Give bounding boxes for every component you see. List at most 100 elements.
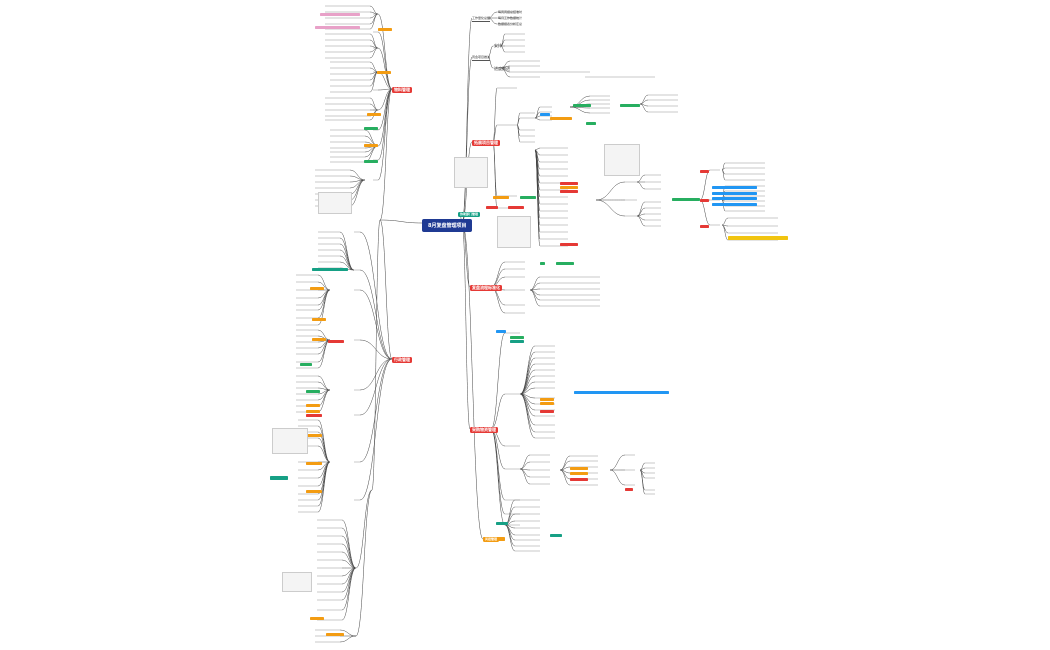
accent-chip — [556, 262, 574, 265]
admin — [359, 289, 393, 360]
admin-e — [317, 425, 331, 463]
accent-chip — [496, 330, 506, 333]
accent-chip — [672, 198, 700, 201]
admin-e — [317, 445, 331, 463]
branch-purchase[interactable]: 采购物资管理 — [470, 427, 498, 433]
branch-risk[interactable]: 风控管理 — [483, 537, 500, 542]
branch-weekly-meeting[interactable]: 周会项目推进 — [472, 55, 491, 61]
accent-chip — [364, 127, 378, 130]
accent-blocks — [270, 13, 788, 636]
accent-chip — [570, 478, 588, 481]
risk — [504, 524, 516, 552]
thumbnail-expand — [454, 157, 488, 188]
purchase — [490, 428, 506, 515]
purchase-sub3 — [559, 455, 571, 471]
admin — [359, 358, 393, 501]
purchase — [490, 332, 506, 430]
thumbnail-material — [318, 192, 352, 214]
purchase-sub2 — [519, 454, 531, 470]
accent-chip — [520, 196, 536, 199]
admin — [359, 358, 393, 463]
branch-work-item-3: 数据报表分析汇总 — [498, 22, 523, 26]
branch-weekly-progress: 进度跟进 — [494, 66, 510, 71]
accent-chip — [560, 243, 578, 246]
lower — [341, 527, 357, 569]
lower — [341, 535, 357, 569]
accent-chip — [312, 268, 348, 271]
expand-sub — [516, 112, 521, 126]
accent-chip — [570, 472, 588, 475]
accent-chip — [574, 391, 669, 394]
expand-sub3 — [569, 106, 591, 114]
accent-chip — [328, 340, 344, 343]
accent-chip — [486, 206, 498, 209]
accent-chip — [540, 410, 554, 413]
material-b — [369, 47, 379, 59]
admin-e — [317, 419, 331, 463]
lower-b — [339, 635, 357, 643]
accent-chip — [540, 398, 554, 401]
material-a — [369, 13, 379, 30]
purchase-sub2 — [519, 468, 531, 485]
accent-chip — [306, 462, 322, 465]
purchase — [490, 393, 506, 430]
accent-chip — [570, 467, 588, 470]
accent-chip — [700, 170, 709, 173]
accent-chip — [364, 144, 378, 147]
accent-chip — [306, 404, 320, 407]
branch-assist-dept[interactable]: 协助部门管理 — [458, 212, 481, 217]
purchase-sub — [519, 393, 536, 411]
expand-mid — [595, 199, 626, 217]
accent-chip — [510, 336, 524, 339]
admin-e — [317, 461, 331, 507]
leaf-lines — [296, 5, 778, 643]
accent-chip — [367, 113, 381, 116]
purchase-sub — [519, 387, 536, 395]
admin-e — [317, 461, 331, 495]
expand-far-a — [721, 169, 726, 181]
admin — [359, 231, 393, 360]
accent-chip — [712, 197, 757, 200]
process — [490, 261, 506, 288]
weekly-arrange — [500, 45, 506, 53]
expand-sub2 — [534, 115, 541, 119]
branch-weekly-arrange: 安排 — [494, 43, 502, 48]
accent-chip — [712, 192, 757, 195]
accent-chip — [326, 633, 344, 636]
accent-chip — [586, 122, 596, 125]
accent-chip — [377, 71, 391, 74]
admin — [359, 339, 393, 360]
lower — [341, 567, 357, 611]
material-d — [369, 103, 379, 111]
branch-material[interactable]: 物料管理 — [392, 87, 412, 93]
branch-work-item-1: 每周周报总结准时 — [498, 10, 523, 14]
root-right-connector — [461, 17, 473, 224]
material — [377, 88, 393, 161]
branch-admin[interactable]: 行政管理 — [392, 357, 412, 363]
left-admin-connector — [379, 219, 393, 360]
branch-process-standard[interactable]: 复盘流程标准化 — [470, 285, 502, 291]
expand-mid-a — [636, 174, 646, 183]
root-node[interactable]: 8月复盘管理项目 — [422, 219, 473, 232]
root-left-connector — [379, 219, 423, 224]
branch-work-summary[interactable]: 工作量化总结 — [472, 16, 491, 22]
left-bottom2-connector — [355, 489, 373, 637]
accent-chip — [540, 402, 554, 405]
accent-chip — [712, 203, 757, 206]
accent-chip — [306, 410, 320, 413]
material — [377, 88, 393, 181]
material-a — [369, 13, 379, 25]
thumbnail-mid — [604, 144, 640, 176]
accent-chip — [306, 390, 320, 393]
admin-e — [317, 437, 331, 463]
accent-chip — [510, 340, 524, 343]
admin-d — [317, 387, 331, 391]
accent-chip — [496, 522, 508, 525]
branch-work-item-2: 每月工作数据统计 — [498, 16, 523, 20]
accent-chip — [550, 534, 562, 537]
material-b — [369, 45, 379, 49]
accent-chip — [560, 186, 578, 189]
branch-expand-project[interactable]: 拓展项目管理 — [472, 140, 500, 146]
lower — [341, 551, 357, 569]
material-f — [349, 169, 366, 181]
